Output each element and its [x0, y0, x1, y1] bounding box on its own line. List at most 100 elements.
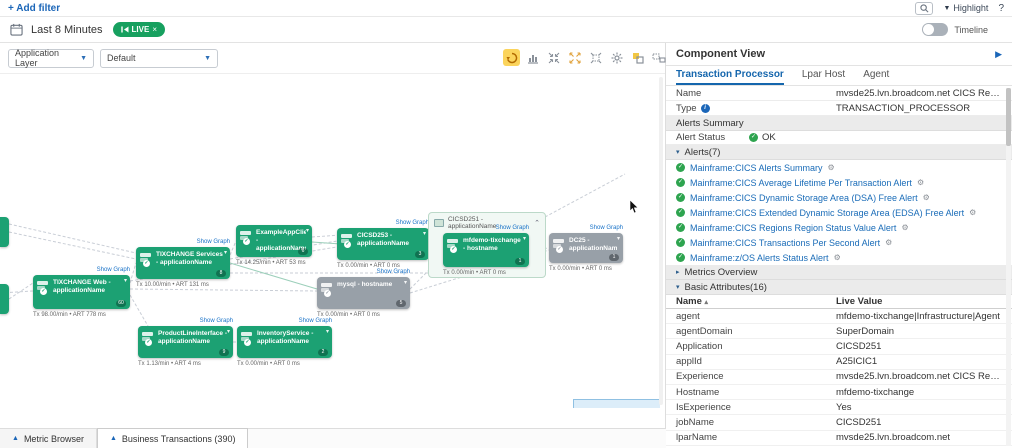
tab-metric-browser[interactable]: ▲ Metric Browser — [0, 429, 97, 448]
field-label: Type — [676, 102, 697, 114]
settings-button[interactable] — [608, 49, 625, 66]
highlight-dropdown[interactable]: ▼ Highlight — [943, 3, 988, 13]
ok-check-icon: ✓ — [676, 238, 685, 247]
alert-link[interactable]: Mainframe:z/OS Alerts Status Alert — [690, 252, 829, 263]
view-select[interactable]: Default ▼ — [100, 48, 218, 68]
gear-icon[interactable]: ⚙ — [901, 223, 909, 232]
node-title: DC25 - — [569, 237, 590, 244]
gear-icon[interactable]: ⚙ — [833, 253, 841, 262]
component-type-icon: ✓ — [37, 281, 49, 295]
show-graph-link[interactable]: Show Graph — [196, 239, 230, 245]
close-icon[interactable]: × — [152, 25, 157, 34]
chevron-down-icon[interactable]: ▾ — [223, 250, 227, 256]
map-node-cutoff[interactable] — [0, 284, 9, 314]
map-node-mysql[interactable]: Show Graph ✓ mysql - hostname ▾ 5 Tx 0.0… — [317, 269, 410, 318]
fit-selection-icon — [568, 51, 581, 64]
chevron-down-icon[interactable]: ▾ — [522, 236, 526, 242]
section-basic-attributes[interactable]: ▾ Basic Attributes(16) — [666, 280, 1012, 295]
isolate-node-button[interactable] — [629, 49, 646, 66]
alert-link[interactable]: Mainframe:CICS Average Lifetime Per Tran… — [690, 177, 912, 188]
tab-agent[interactable]: Agent — [863, 69, 890, 80]
tab-business-transactions[interactable]: ▲ Business Transactions (390) — [96, 428, 249, 448]
gear-icon[interactable]: ⚙ — [969, 208, 977, 217]
alert-link[interactable]: Mainframe:CICS Extended Dynamic Storage … — [690, 207, 965, 218]
map-node-exampleappclientweb[interactable]: ✓ ExampleAppClientWeb - applicationName … — [236, 225, 312, 266]
calendar-icon[interactable] — [10, 23, 23, 36]
tab-lpar-host[interactable]: Lpar Host — [801, 69, 846, 80]
alert-item: ✓Mainframe:CICS Extended Dynamic Storage… — [666, 205, 1012, 220]
map-node-inventoryservice[interactable]: Show Graph ✓ InventoryService - applicat… — [237, 318, 332, 367]
layout-links-button[interactable] — [650, 49, 667, 66]
show-graph-link[interactable]: Show Graph — [298, 318, 332, 324]
tab-transaction-processor[interactable]: Transaction Processor — [676, 66, 784, 85]
chevron-down-icon[interactable]: ▾ — [226, 329, 230, 335]
info-icon[interactable]: i — [700, 103, 710, 113]
chart-view-button[interactable] — [524, 49, 541, 66]
column-live-value[interactable]: Live Value — [836, 296, 883, 307]
map-node-dc25[interactable]: Show Graph ✓ DC25 - applicationName ▾ 1 … — [549, 225, 623, 272]
show-graph-link[interactable]: Show Graph — [376, 269, 410, 275]
collapse-icon — [548, 52, 559, 63]
node-title: ProductLineInterface - — [158, 330, 227, 337]
ok-check-icon: ✓ — [676, 193, 685, 202]
alert-link[interactable]: Mainframe:CICS Regions Region Status Val… — [690, 222, 897, 233]
chevron-down-icon[interactable]: ▾ — [305, 228, 309, 234]
gear-icon[interactable]: ⚙ — [922, 193, 930, 202]
map-node-cicsd253[interactable]: Show Graph ✓ CICSD253 - applicationName … — [337, 220, 429, 269]
node-metrics: Tx 0.00/min • ART 0 ms — [237, 361, 300, 367]
node-metrics: Tx 0.00/min • ART 0 ms — [317, 312, 380, 318]
map-scrollbar[interactable] — [659, 77, 663, 405]
expand-up-icon: ▲ — [12, 435, 19, 442]
chevron-down-icon[interactable]: ▾ — [325, 329, 329, 335]
attr-name: agentDomain — [676, 325, 733, 337]
panel-scrollbar[interactable] — [1006, 88, 1011, 446]
node-metrics: Tx 10.00/min • ART 131 ms — [136, 282, 209, 288]
chevron-down-icon[interactable]: ▾ — [616, 236, 620, 242]
timeline-toggle[interactable] — [922, 23, 949, 36]
alert-item: ✓Mainframe:CICS Regions Region Status Va… — [666, 220, 1012, 235]
alert-link[interactable]: Mainframe:CICS Alerts Summary — [690, 162, 823, 173]
gear-icon[interactable]: ⚙ — [885, 238, 893, 247]
collapse-panel-icon[interactable]: ▶ — [995, 48, 1002, 59]
layer-select[interactable]: Application Layer ▼ — [8, 48, 94, 68]
gear-icon[interactable]: ⚙ — [827, 163, 835, 172]
search-button[interactable] — [915, 1, 934, 15]
alert-link[interactable]: Mainframe:CICS Transactions Per Second A… — [690, 237, 881, 248]
help-button[interactable]: ? — [998, 2, 1004, 14]
chevron-down-icon[interactable]: ▾ — [123, 278, 127, 284]
show-graph-link[interactable]: Show Graph — [589, 225, 623, 231]
section-metrics-overview[interactable]: ▸ Metrics Overview — [666, 265, 1012, 280]
chevron-up-icon[interactable]: ⌃ — [534, 220, 540, 227]
map-node-cutoff[interactable] — [0, 217, 9, 247]
show-graph-link[interactable]: Show Graph — [199, 318, 233, 324]
map-node-mfdemo-tixchange[interactable]: Show Graph ✓ mfdemo-tixchange - hostname… — [443, 225, 529, 276]
topology-canvas[interactable]: Show Graph ✓ TIXCHANGE Web - application… — [0, 74, 660, 408]
gear-icon[interactable]: ⚙ — [916, 178, 925, 187]
sort-asc-icon[interactable]: ▴ — [704, 299, 709, 306]
caret-right-icon: ▸ — [676, 269, 680, 276]
minimap[interactable] — [573, 399, 660, 408]
scrollbar-thumb[interactable] — [1006, 88, 1011, 146]
map-node-productlineinterface[interactable]: Show Graph ✓ ProductLineInterface - appl… — [138, 318, 233, 367]
section-alerts[interactable]: ▾ Alerts(7) — [666, 145, 1012, 160]
reset-layout-button[interactable] — [503, 49, 520, 66]
chevron-down-icon: ▼ — [80, 54, 87, 62]
section-label: Alerts(7) — [684, 146, 721, 158]
column-name[interactable]: Name — [676, 296, 702, 307]
add-filter-button[interactable]: + Add filter — [8, 2, 61, 14]
chevron-down-icon[interactable]: ▾ — [422, 231, 426, 237]
expand-view-button[interactable] — [587, 49, 604, 66]
show-graph-link[interactable]: Show Graph — [395, 220, 429, 226]
chevron-down-icon[interactable]: ▾ — [403, 280, 407, 286]
alert-link[interactable]: Mainframe:CICS Dynamic Storage Area (DSA… — [690, 192, 918, 203]
alert-item: ✓ Mainframe:CICS Transactions Per Second … — [666, 235, 1012, 250]
fit-selection-button[interactable] — [566, 49, 583, 66]
time-range-label[interactable]: Last 8 Minutes — [31, 23, 103, 36]
time-bar: Last 8 Minutes LIVE × Timeline — [0, 17, 1012, 43]
show-graph-link[interactable]: Show Graph — [495, 225, 529, 231]
map-node-tixchange-web[interactable]: Show Graph ✓ TIXCHANGE Web - application… — [33, 267, 130, 318]
map-node-tixchange-services[interactable]: Show Graph ✓ TIXCHANGE Services - applic… — [136, 239, 230, 288]
live-badge[interactable]: LIVE × — [112, 22, 165, 37]
collapse-all-button[interactable] — [545, 49, 562, 66]
show-graph-link[interactable]: Show Graph — [96, 267, 130, 273]
